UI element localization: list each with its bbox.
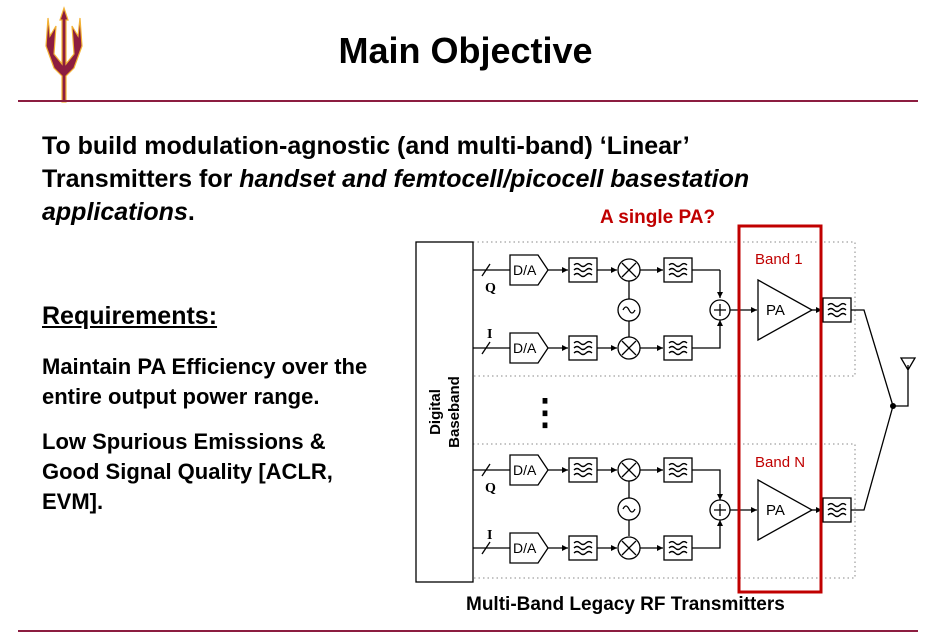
pa-label-top: PA: [766, 302, 785, 319]
mixer-i1: [617, 336, 641, 360]
lpf-qn: [568, 457, 598, 483]
chain-ellipsis: ⋮: [527, 391, 563, 432]
i-label-top: I: [487, 327, 492, 342]
footer-divider: [18, 630, 918, 632]
objective-italic: handset and femtocell/picocell basestati…: [42, 165, 750, 226]
summer-top: [709, 299, 731, 321]
pa-band-1: [757, 278, 814, 342]
da-converter-q1: [509, 254, 549, 286]
q-label-top: Q: [485, 281, 496, 296]
single-pa-highlight: [737, 224, 823, 594]
single-pa-question: A single PA?: [600, 207, 716, 228]
band-1-region: [472, 241, 856, 377]
title-divider: [18, 100, 918, 102]
da-converter-i1: [509, 332, 549, 364]
band-n-region: [472, 443, 856, 579]
lpf-in: [568, 535, 598, 561]
da-label-qn: D/A: [513, 462, 537, 478]
objective-end: .: [187, 198, 195, 226]
bpf-i1: [663, 335, 693, 361]
objective-part1: To build modulation-agnostic (and multi-…: [42, 132, 689, 193]
oscillator-top: [617, 298, 641, 322]
digital-baseband-block: [415, 241, 474, 583]
mixer-qn: [617, 458, 641, 482]
slide-title: Main Objective: [338, 30, 593, 71]
summer-bottom: [709, 499, 731, 521]
da-converter-qn: [509, 454, 549, 486]
i-label-bottom: I: [487, 528, 492, 543]
pa-band-n: [757, 478, 814, 542]
lpf-i1: [568, 335, 598, 361]
requirements-title: Requirements:: [42, 302, 218, 330]
oscillator-bottom: [617, 497, 641, 521]
band-n-label: Band N: [755, 454, 805, 471]
antenna-icon: [893, 357, 917, 407]
bpf-qn: [663, 457, 693, 483]
trident-logo-icon: [45, 6, 83, 103]
output-filter-band-1: [822, 297, 852, 323]
baseband-label-digital: Digital: [427, 389, 444, 435]
q-label-bottom: Q: [485, 481, 496, 496]
da-label-q1: D/A: [513, 262, 537, 278]
da-converter-in: [509, 532, 549, 564]
baseband-label-baseband: Baseband: [446, 376, 463, 448]
da-label-in: D/A: [513, 540, 537, 556]
requirement-spurious: Low Spurious Emissions & Good Signal Qua…: [42, 429, 333, 514]
bpf-in: [663, 535, 693, 561]
lpf-q1: [568, 257, 598, 283]
diagram-caption: Multi-Band Legacy RF Transmitters: [466, 594, 785, 615]
output-filter-band-n: [822, 497, 852, 523]
band-1-label: Band 1: [755, 251, 803, 268]
requirement-efficiency: Maintain PA Efficiency over the entire o…: [42, 354, 368, 409]
pa-label-bottom: PA: [766, 502, 785, 519]
mixer-in: [617, 536, 641, 560]
mixer-q1: [617, 258, 641, 282]
objective-text: To build modulation-agnostic (and multi-…: [42, 130, 842, 229]
da-label-i1: D/A: [513, 340, 537, 356]
bpf-q1: [663, 257, 693, 283]
